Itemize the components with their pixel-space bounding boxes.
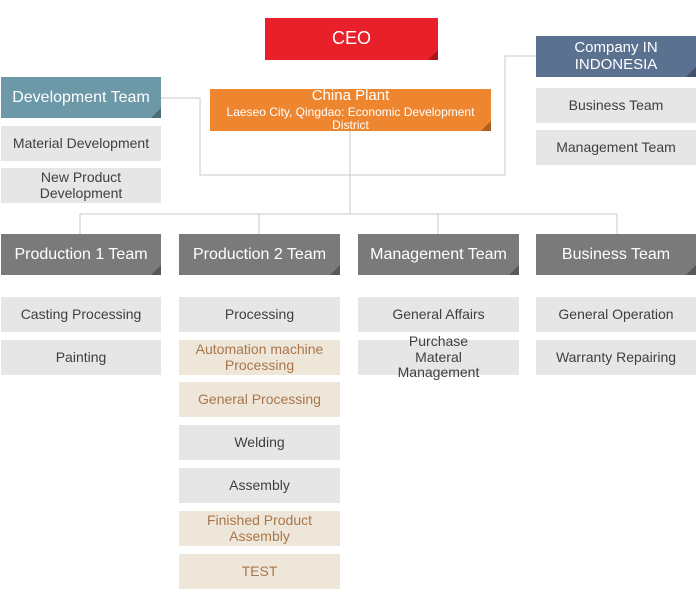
indonesia-item-business: Business Team (536, 88, 696, 123)
production-1-team-header: Production 1 Team (1, 234, 161, 275)
production-1-item-painting: Painting (1, 340, 161, 375)
company-indonesia-title: Company IN INDONESIA (574, 39, 658, 73)
development-team-title: Development Team (12, 88, 150, 106)
china-plant-title: China Plant (311, 87, 390, 105)
production-2-item-processing: Processing (179, 297, 340, 332)
production-2-item-welding: Welding (179, 425, 340, 460)
management-team-header: Management Team (358, 234, 519, 275)
business-item-warranty: Warranty Repairing (536, 340, 696, 375)
business-team-header: Business Team (536, 234, 696, 275)
production-2-item-finished-assembly: Finished Product Assembly (179, 511, 340, 546)
production-2-item-automation: Automation machine Processing (179, 340, 340, 375)
production-1-item-casting: Casting Processing (1, 297, 161, 332)
china-plant-box: China Plant Laeseo City, Qingdao: Econom… (210, 87, 491, 132)
production-2-item-general-processing: General Processing (179, 382, 340, 417)
production-2-team-header: Production 2 Team (179, 234, 340, 275)
business-item-general-operation: General Operation (536, 297, 696, 332)
development-team-header: Development Team (1, 77, 161, 118)
production-2-item-assembly: Assembly (179, 468, 340, 503)
management-item-purchase: Purchase Materal Management (358, 334, 519, 380)
ceo-box: CEO (265, 18, 438, 60)
company-indonesia-header: Company IN INDONESIA (536, 36, 696, 77)
development-item-material: Material Development (1, 126, 161, 161)
management-item-general-affairs: General Affairs (358, 297, 519, 332)
china-plant-location: Laeseo City, Qingdao: Economic Developme… (226, 104, 475, 132)
ceo-label: CEO (331, 28, 371, 49)
development-item-new-product: New Product Development (1, 168, 161, 203)
indonesia-item-management: Management Team (536, 130, 696, 165)
production-2-item-test: TEST (179, 554, 340, 589)
